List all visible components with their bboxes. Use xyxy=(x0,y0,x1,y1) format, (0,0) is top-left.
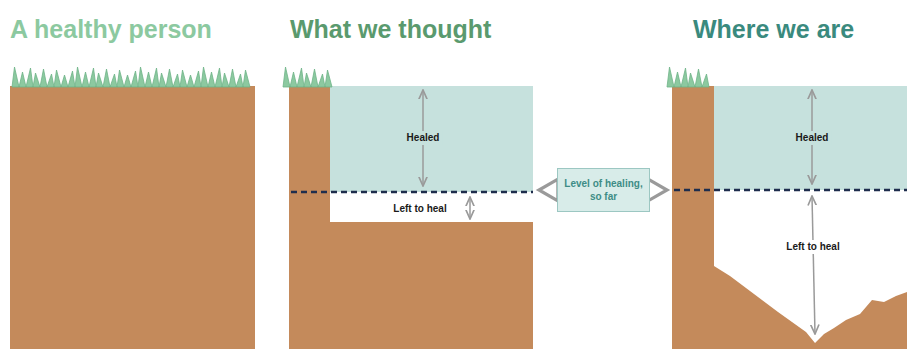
unhealed-area xyxy=(714,190,907,343)
info-box: Level of healing, so far xyxy=(557,168,650,212)
panel-heading: What we thought xyxy=(290,14,491,44)
measure-label: Healed xyxy=(404,131,443,145)
ground-block xyxy=(672,86,907,349)
healing-level-line xyxy=(291,191,533,194)
measure-label: Left to heal xyxy=(390,202,449,216)
info-text: Level of healing, so far xyxy=(562,177,645,203)
panel-heading: A healthy person xyxy=(10,14,212,44)
grass xyxy=(283,67,332,87)
panel-heading: Where we are xyxy=(693,14,854,44)
grass xyxy=(12,67,250,87)
unhealed-area xyxy=(330,192,533,222)
measure-label: Healed xyxy=(793,131,832,145)
ground-block xyxy=(10,86,255,349)
pointer-arrow xyxy=(652,189,667,192)
ground-block xyxy=(289,86,533,349)
healing-level-line xyxy=(674,189,907,192)
grass xyxy=(667,67,709,87)
healed-area xyxy=(330,86,533,192)
pointer-arrow xyxy=(539,189,555,192)
measure-label: Left to heal xyxy=(783,240,842,254)
healed-area xyxy=(714,86,907,190)
measure-arrow xyxy=(469,197,471,219)
measure-arrow xyxy=(812,196,815,334)
